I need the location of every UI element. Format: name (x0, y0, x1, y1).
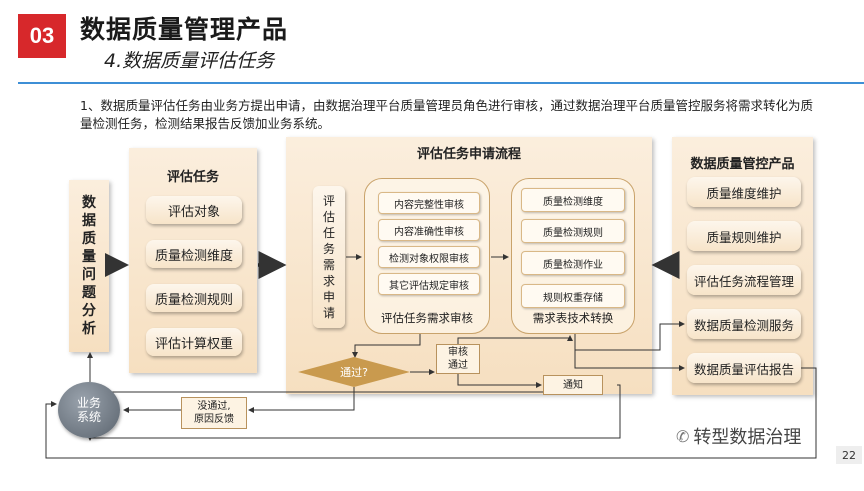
vertical-char: 申 (322, 290, 335, 304)
request-label: 评估任务需求申请 (323, 193, 335, 321)
control-item: 数据质量检测服务 (687, 309, 801, 339)
vertical-char: 质 (82, 231, 96, 247)
review-item: 其它评估规定审核 (378, 273, 480, 295)
assessment-item: 评估对象 (146, 196, 242, 224)
page-subtitle: 4.数据质量评估任务 (104, 50, 275, 72)
decision-label: 通过? (340, 366, 368, 379)
rejected-box: 没通过, 原因反馈 (181, 397, 247, 429)
watermark-text: 转型数据治理 (693, 427, 802, 448)
vertical-char: 问 (82, 267, 96, 283)
convert-item: 规则权重存储 (521, 284, 625, 308)
review-label: 评估任务需求审核 (381, 311, 473, 325)
control-item: 质量规则维护 (687, 221, 801, 251)
convert-label: 需求表技术转换 (532, 311, 614, 325)
page-title: 数据质量管理产品 (80, 15, 289, 44)
control-item: 质量维度维护 (687, 177, 801, 207)
review-item: 检测对象权限审核 (378, 246, 480, 268)
section-number-badge: 03 (18, 14, 66, 58)
watermark: ✆ 转型数据治理 (676, 423, 801, 449)
vertical-char: 需 (322, 258, 335, 272)
apply-flow-title: 评估任务申请流程 (416, 147, 521, 162)
approved-box: 审核 通过 (436, 344, 480, 374)
vertical-char: 数 (82, 195, 96, 211)
vertical-char: 析 (82, 321, 96, 337)
diamond-shape (298, 357, 410, 387)
control-item: 数据质量评估报告 (687, 353, 801, 383)
vertical-char: 务 (322, 242, 335, 256)
page-number: 22 (836, 446, 862, 464)
convert-item: 质量检测维度 (521, 188, 625, 212)
vertical-char: 分 (82, 303, 96, 319)
vertical-char: 任 (322, 226, 335, 240)
review-item: 内容准确性审核 (378, 219, 480, 241)
assessment-task-panel: 评估任务 评估对象 质量检测维度 质量检测规则 评估计算权重 (129, 148, 257, 373)
vertical-char: 题 (82, 285, 96, 301)
decision-diamond: 通过? (298, 357, 410, 387)
business-system-node: 业务 系统 (58, 382, 120, 438)
problem-analysis-label: 数据质量问题分析 (69, 180, 109, 352)
control-product-title: 数据质量管控产品 (690, 157, 795, 172)
assessment-item: 质量检测维度 (146, 240, 242, 268)
convert-item: 质量检测规则 (521, 219, 625, 243)
vertical-char: 估 (322, 210, 335, 224)
review-item: 内容完整性审核 (378, 192, 480, 214)
wechat-icon: ✆ (676, 426, 690, 446)
vertical-char: 请 (322, 306, 335, 320)
vertical-char: 据 (82, 213, 96, 229)
vertical-char: 评 (322, 194, 335, 208)
assessment-item: 评估计算权重 (146, 328, 242, 356)
request-card: 评估任务需求申请 (313, 186, 345, 328)
assessment-item: 质量检测规则 (146, 284, 242, 312)
description-text: 1、数据质量评估任务由业务方提出申请，由数据治理平台质量管理员角色进行审核，通过… (80, 98, 813, 131)
header-divider (18, 82, 864, 84)
vertical-char: 量 (82, 249, 96, 265)
assessment-task-title: 评估任务 (166, 170, 219, 185)
notify-box: 通知 (543, 375, 603, 395)
problem-analysis-panel: 数据质量问题分析 (69, 180, 109, 352)
convert-item: 质量检测作业 (521, 251, 625, 275)
control-item: 评估任务流程管理 (687, 265, 801, 295)
business-system-label: 业务 系统 (76, 396, 101, 424)
vertical-char: 求 (322, 274, 335, 288)
